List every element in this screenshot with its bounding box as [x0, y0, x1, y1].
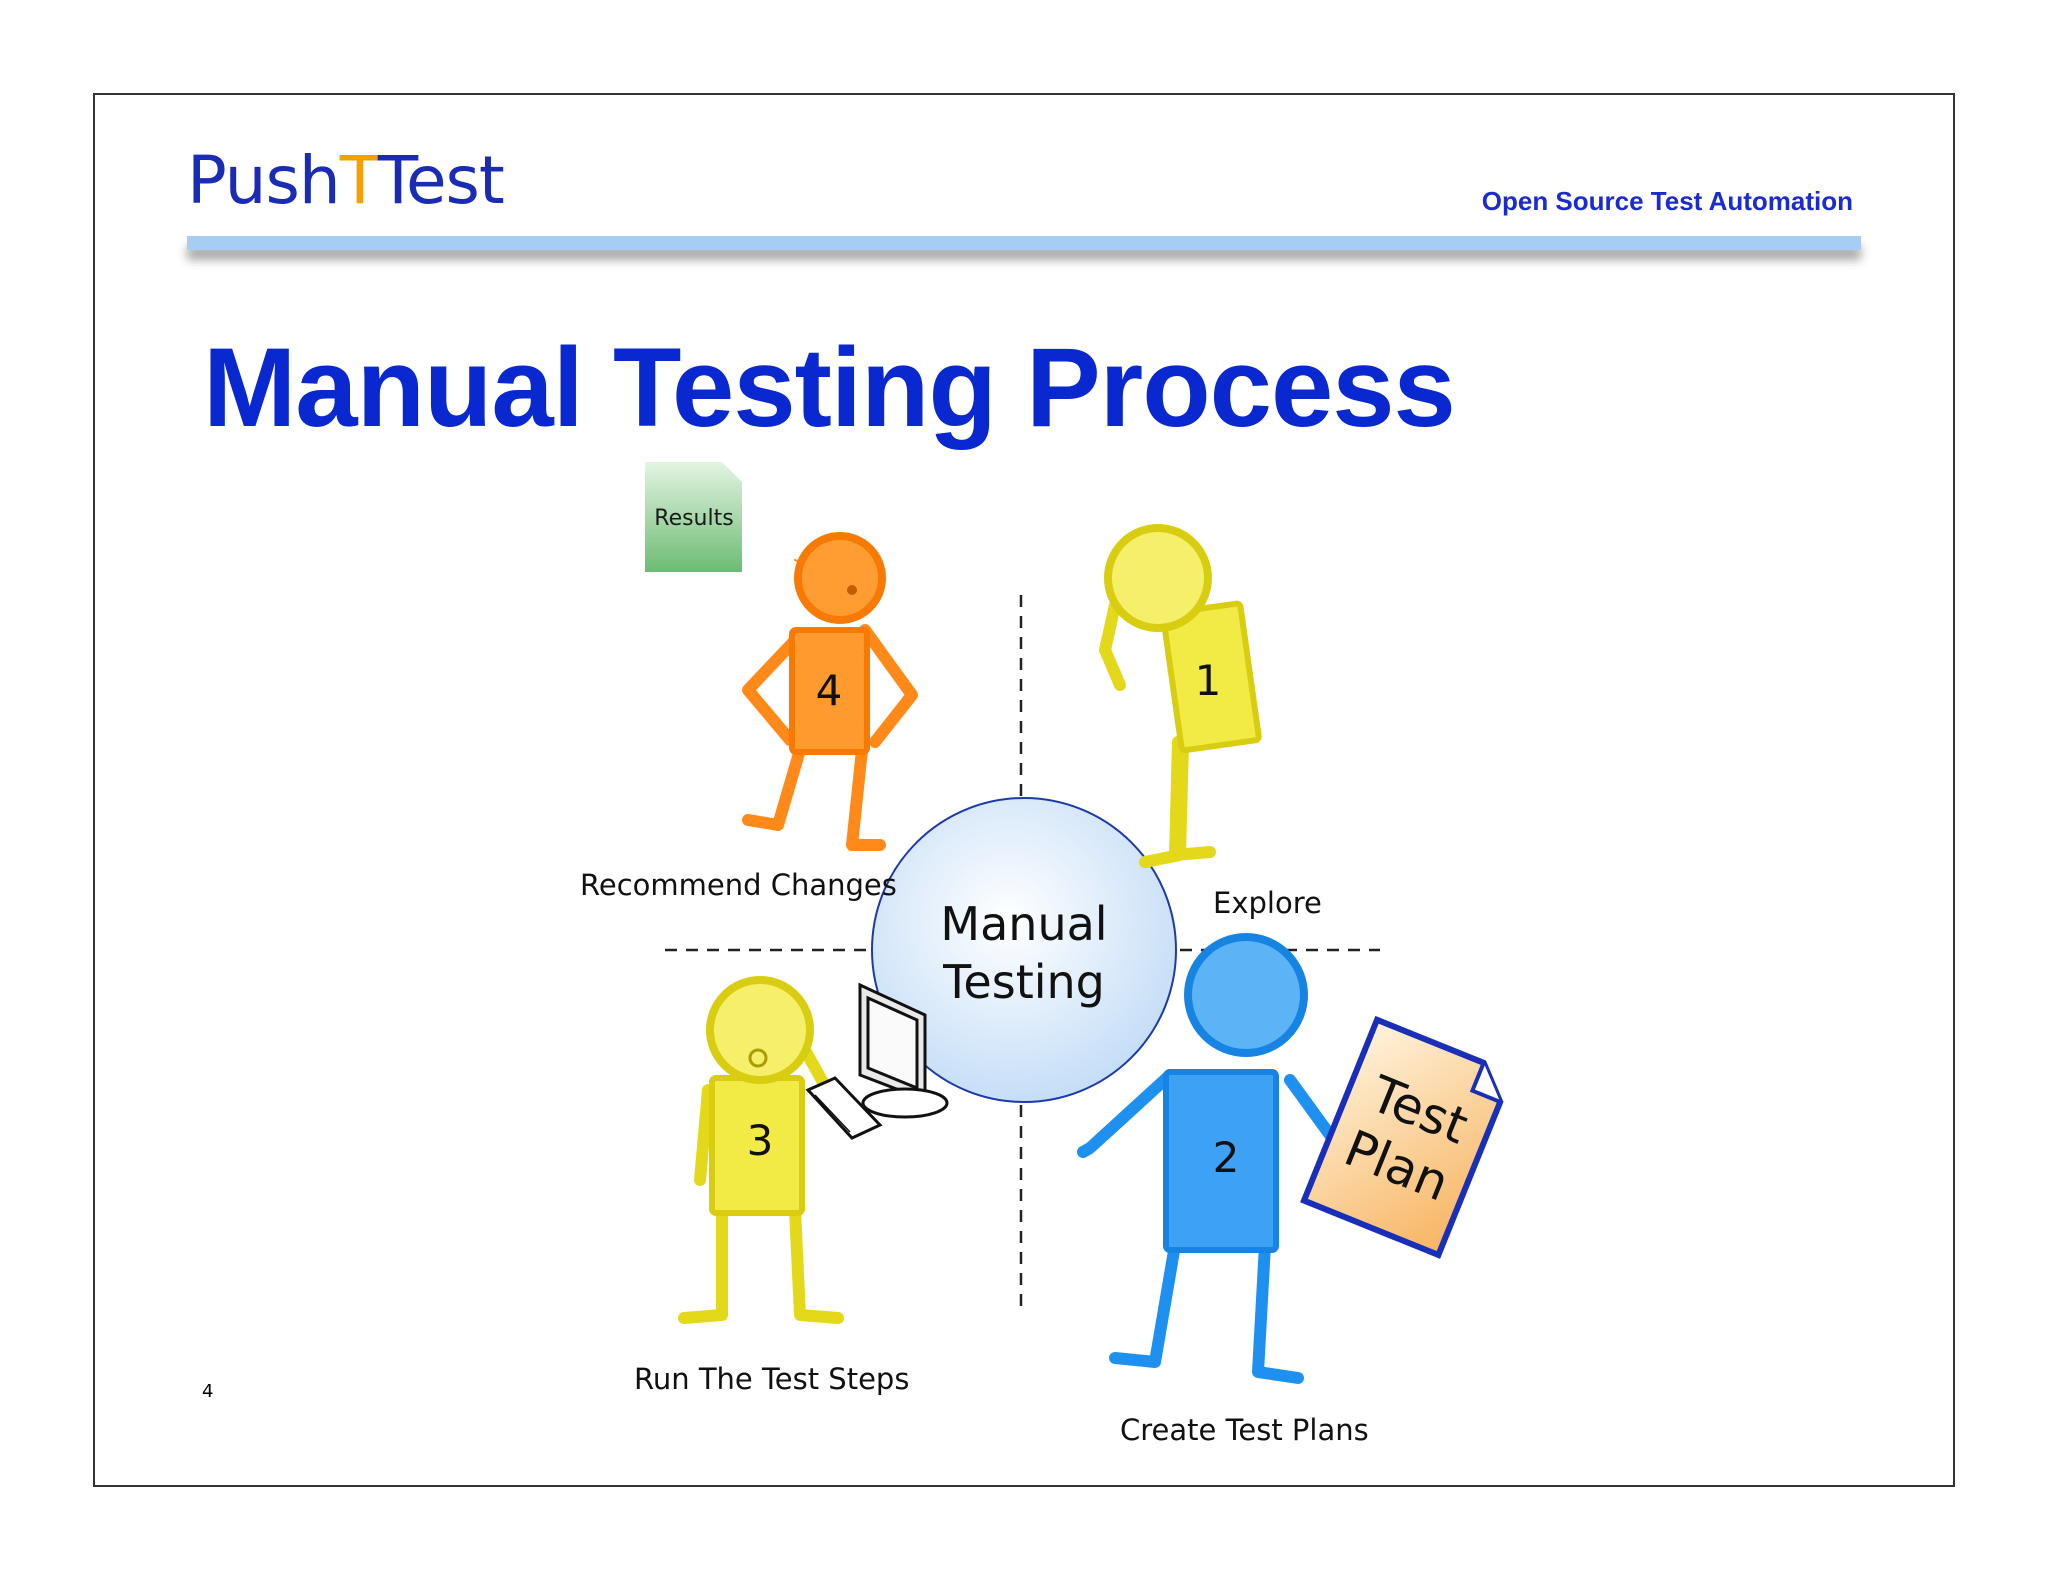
results-document-label: Results: [654, 506, 733, 531]
figure-2: [1077, 933, 1356, 1384]
figure-3-number: 3: [747, 1116, 774, 1165]
computer-icon: [805, 982, 949, 1140]
tagline: Open Source Test Automation: [1481, 186, 1853, 216]
label-create-test-plans: Create Test Plans: [1120, 1413, 1369, 1447]
slide-title: Manual Testing Process: [203, 325, 1456, 450]
figure-3: [678, 976, 844, 1324]
center-label-line2: Testing: [942, 955, 1105, 1009]
label-explore: Explore: [1213, 886, 1322, 920]
figure-4: [742, 532, 918, 851]
figure-1-number: 1: [1195, 656, 1222, 705]
slide-frame: [93, 93, 1955, 1487]
figure-2-number: 2: [1213, 1133, 1240, 1182]
header-divider: [187, 236, 1861, 250]
center-label-line1: Manual: [940, 897, 1107, 951]
page-number: 4: [202, 1381, 214, 1402]
results-document: [645, 462, 742, 572]
center-circle: [871, 797, 1177, 1103]
label-recommend-changes: Recommend Changes: [580, 868, 897, 902]
test-plan-document: Test Plan: [1300, 1015, 1504, 1259]
figure-1: [1099, 524, 1262, 868]
figure-4-number: 4: [816, 666, 843, 715]
label-run-test-steps: Run The Test Steps: [634, 1362, 910, 1396]
pushtotest-logo: PushTTest: [187, 142, 505, 219]
